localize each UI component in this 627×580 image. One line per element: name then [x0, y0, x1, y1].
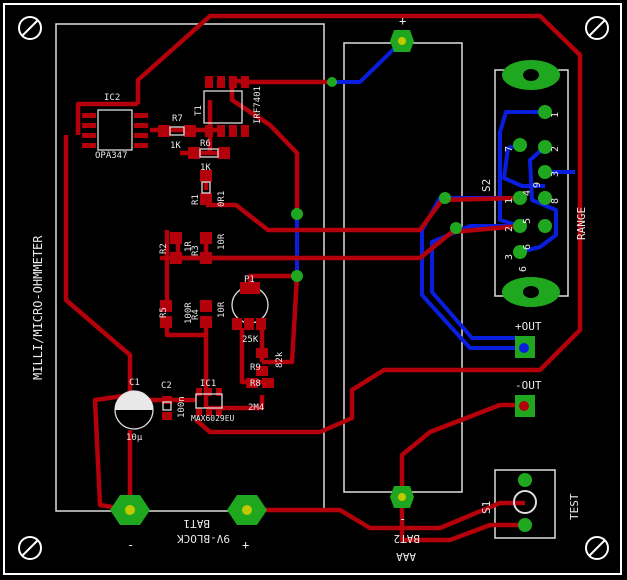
p1-value: 25K	[242, 335, 259, 345]
c1-name: C1	[129, 378, 140, 388]
r6-body	[199, 148, 219, 158]
bat2-plus-sign: +	[399, 14, 406, 28]
r5-value: 100R	[184, 302, 194, 324]
mounting-hole-tl	[18, 16, 42, 40]
svg-text:6: 6	[522, 244, 533, 250]
mounting-hole-bl	[18, 536, 42, 560]
bat2-minus-pad	[390, 486, 414, 508]
c1-polarity-mark	[115, 391, 153, 410]
c2-value: 100n	[177, 396, 187, 418]
c2-name: C2	[161, 381, 172, 391]
s2-name: S2	[480, 179, 493, 192]
c2-body	[162, 401, 172, 411]
r3-name: R3	[191, 245, 201, 256]
bat1-value: 9V-BLOCK	[177, 532, 230, 545]
s2-mount-bottom	[502, 277, 560, 307]
s1-name: S1	[480, 501, 493, 514]
out-plus-pad	[515, 336, 535, 358]
svg-text:3: 3	[504, 254, 515, 260]
svg-text:7: 7	[504, 146, 515, 152]
svg-text:4: 4	[522, 190, 533, 196]
s2-range-label: RANGE	[575, 207, 588, 240]
board-outline	[3, 3, 622, 575]
r1-body	[201, 181, 211, 194]
mounting-hole-br	[585, 536, 609, 560]
r4-value: 10R	[217, 301, 227, 318]
r7-value: 1K	[170, 141, 181, 151]
r7-body	[169, 126, 185, 136]
s1-test-label: TEST	[568, 493, 581, 520]
top-copper-traces	[63, 13, 583, 543]
r8-name: R8	[250, 379, 261, 389]
svg-text:1: 1	[504, 198, 515, 204]
t1-body	[203, 90, 243, 124]
svg-text:1: 1	[550, 112, 561, 118]
silkscreen-labels: MILLI/MICRO-OHMMETER IC2 OPA347 T1 IRF74…	[31, 14, 588, 563]
r2-name: R2	[159, 243, 169, 254]
out-minus-pad	[515, 395, 535, 417]
bat2-minus-sign: -	[399, 512, 406, 526]
ic2-name: IC2	[104, 93, 120, 103]
svg-text:8: 8	[550, 198, 561, 204]
p1-pads	[232, 282, 266, 330]
t1-value: IRF7401	[253, 86, 263, 124]
ic1-value: MAX6029EU	[191, 414, 235, 423]
r3-value: 10R	[217, 233, 227, 250]
r8-value: 2M4	[248, 403, 264, 413]
bat1-plus-pad	[227, 495, 267, 525]
out-plus-label: +OUT	[515, 320, 542, 333]
s2-pin-numbers: 1 2 3 4 5 6 7 8 9 1 2 3 6	[504, 112, 561, 272]
ic2-value: OPA347	[95, 151, 128, 161]
svg-text:2: 2	[504, 226, 515, 232]
mounting-hole-tr	[585, 16, 609, 40]
s2-pin-pads	[513, 105, 552, 259]
ic1-body	[195, 393, 223, 409]
s1-pads	[518, 473, 532, 532]
r1-name: R1	[191, 194, 201, 205]
bat1-minus-sign: -	[127, 538, 134, 552]
bat1-minus-pad	[110, 495, 150, 525]
ic2-body	[97, 109, 133, 151]
smd-pads	[82, 76, 274, 420]
board-title: MILLI/MICRO-OHMMETER	[31, 235, 45, 380]
s2-mount-top	[502, 60, 560, 90]
r4-name: R4	[191, 309, 201, 320]
r6-name: R6	[200, 139, 211, 149]
r1-value: 0R1	[217, 191, 227, 207]
bat2-value: AAA	[396, 550, 416, 563]
r5-name: R5	[159, 307, 169, 318]
out-minus-label: -OUT	[515, 379, 542, 392]
c1-value: 10µ	[126, 433, 143, 443]
r9-value: 82k	[275, 351, 285, 368]
s1-knob	[513, 490, 537, 514]
bat1-name: BAT1	[184, 517, 211, 530]
r6-value: 1K	[200, 163, 211, 173]
svg-text:2: 2	[550, 146, 561, 152]
r7-name: R7	[172, 114, 183, 124]
svg-text:3: 3	[550, 171, 561, 177]
r2-value: 1R	[184, 241, 194, 252]
svg-text:5: 5	[522, 218, 533, 224]
svg-text:9: 9	[532, 182, 543, 188]
svg-text:6: 6	[518, 266, 529, 272]
bat1-holder-outline	[55, 23, 325, 512]
ic1-name: IC1	[200, 379, 216, 389]
r9-name: R9	[250, 363, 261, 373]
vias	[291, 77, 462, 282]
bat2-name: BAT2	[394, 532, 421, 545]
bat1-plus-sign: +	[242, 538, 249, 552]
pads	[110, 30, 560, 532]
p1-name: P1	[244, 275, 255, 285]
bat2-plus-pad	[390, 30, 414, 52]
t1-name: T1	[194, 105, 204, 116]
